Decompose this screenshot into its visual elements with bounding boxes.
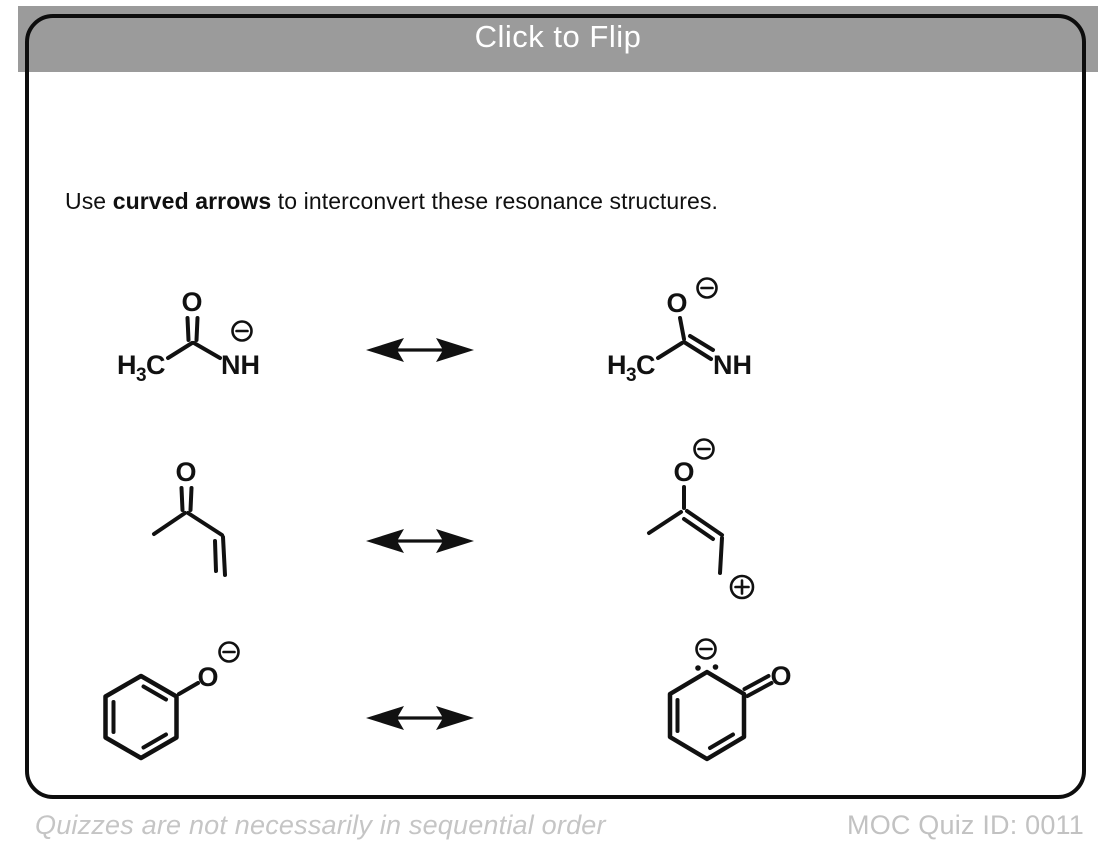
c-label: C <box>636 350 656 380</box>
nh-label: NH <box>221 350 260 380</box>
resonance-arrow-icon <box>366 706 474 730</box>
negative-charge-icon <box>695 638 717 660</box>
structure-phenoxide-anion: O <box>103 641 240 761</box>
h-subscript: 3 <box>136 365 147 386</box>
h-subscript: 3 <box>626 365 637 386</box>
resonance-arrow-icon <box>366 338 474 362</box>
footer-note: Quizzes are not necessarily in sequentia… <box>35 810 606 840</box>
oxygen-label: O <box>175 457 196 487</box>
lone-pair-icon <box>695 664 719 671</box>
structure-oxyallyl-zwitterion: O <box>647 438 755 600</box>
oxygen-label: O <box>770 661 791 691</box>
oxygen-label: O <box>197 662 218 692</box>
structure-iminolate-anion: O H 3 C NH <box>607 277 752 386</box>
oxygen-label: O <box>666 288 687 318</box>
instruction-text: Use curved arrows to interconvert these … <box>65 188 718 215</box>
structure-methyl-vinyl-ketone: O <box>152 457 227 577</box>
h-label: H <box>117 350 137 380</box>
instruction-pre: Use <box>65 188 113 214</box>
negative-charge-icon <box>696 277 718 299</box>
nh-label: NH <box>713 350 752 380</box>
oxygen-label: O <box>181 287 202 317</box>
quiz-id-label: MOC Quiz ID: 0011 <box>847 810 1084 840</box>
resonance-arrow-icon <box>366 529 474 553</box>
structure-dienone-carbanion: O <box>667 638 792 762</box>
positive-charge-icon <box>729 574 755 600</box>
h-label: H <box>607 350 627 380</box>
structure-amide-anion: O H 3 C NH <box>117 287 260 386</box>
flashcard-face[interactable] <box>25 14 1086 799</box>
negative-charge-icon <box>231 320 253 342</box>
c-label: C <box>146 350 166 380</box>
instruction-emphasis: curved arrows <box>112 188 272 214</box>
negative-charge-icon <box>218 641 240 663</box>
card-title: Click to Flip <box>474 19 642 54</box>
oxygen-label: O <box>673 457 694 487</box>
instruction-post: to interconvert these resonance structur… <box>271 188 718 214</box>
negative-charge-icon <box>693 438 715 460</box>
